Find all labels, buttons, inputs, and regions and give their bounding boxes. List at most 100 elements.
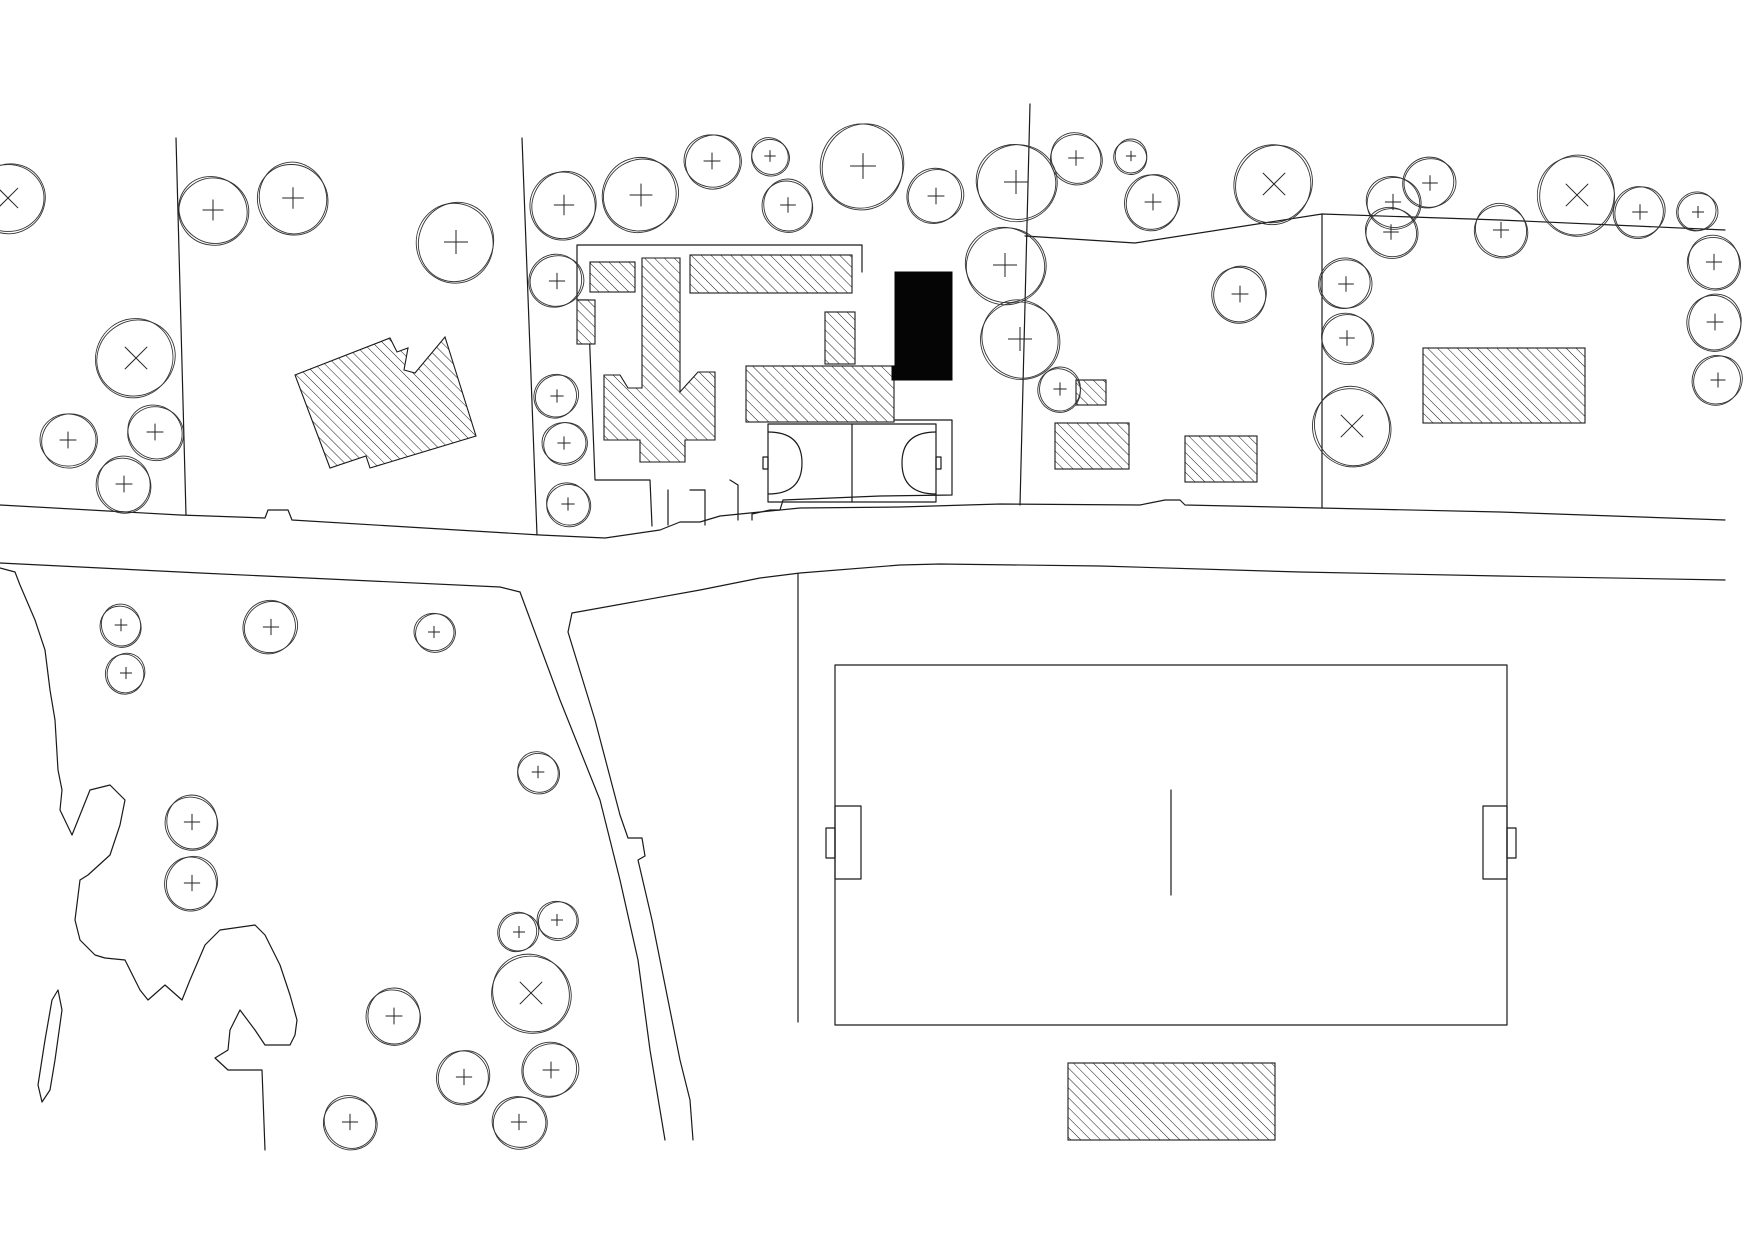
tree-canopy-outline	[1686, 295, 1742, 352]
tree-canopy-outline	[601, 157, 677, 234]
tree-symbol	[242, 599, 299, 655]
tree-canopy-outline	[980, 301, 1061, 380]
tree-canopy-outline	[751, 138, 790, 177]
tree-trunk-marker	[531, 765, 545, 779]
tree-canopy-outline	[964, 227, 1046, 303]
tree-canopy-outline	[1311, 388, 1392, 468]
tree-symbol	[164, 794, 219, 851]
tree-trunk-marker	[183, 874, 201, 892]
tree-trunk-marker	[59, 431, 77, 449]
building-school-west-annex	[576, 299, 596, 345]
tree-trunk-marker	[0, 187, 19, 209]
tree-trunk-marker	[202, 199, 224, 221]
tree-symbol	[1364, 206, 1419, 259]
futsal-area-west	[767, 431, 803, 495]
compound-wall	[576, 244, 953, 527]
tree-trunk-marker	[1053, 382, 1067, 396]
tree-canopy-outline	[1235, 144, 1313, 224]
tree-canopy-outline	[127, 406, 185, 462]
tree-symbol	[964, 227, 1047, 306]
tree-canopy-outline	[531, 170, 597, 240]
tree-trunk-marker	[927, 187, 945, 205]
tree-canopy-outline	[603, 158, 679, 232]
tree-trunk-marker	[1383, 224, 1399, 240]
tree-symbol	[365, 987, 421, 1046]
tree-symbol	[751, 137, 790, 177]
tree-symbol	[533, 373, 579, 419]
tree-canopy-outline	[546, 484, 592, 528]
football-penalty-box-east	[1482, 805, 1508, 880]
tree-canopy-outline	[492, 953, 570, 1033]
building-school-north-long	[689, 254, 853, 294]
building-small-shed	[1075, 379, 1107, 406]
tree-trunk-marker	[341, 1113, 359, 1131]
tree-trunk-marker	[519, 981, 543, 1005]
buildings	[294, 254, 1586, 1141]
tree-trunk-marker	[1706, 313, 1724, 331]
tree-canopy-outline	[1402, 156, 1455, 209]
tree-canopy-outline	[164, 796, 219, 851]
building-school-east-small	[824, 311, 856, 365]
football-goal-west	[825, 827, 836, 859]
tree-canopy-outline	[95, 457, 152, 514]
tree-canopy-outline	[1686, 237, 1741, 291]
tree-trunk-marker	[1231, 285, 1249, 303]
main-road-south-edge-east	[571, 563, 1726, 614]
tree-symbol	[1686, 293, 1742, 352]
tree-trunk-marker	[282, 187, 304, 209]
tree-symbol	[436, 1050, 491, 1106]
tree-trunk-marker	[557, 436, 571, 450]
tree-canopy-outline	[492, 1096, 548, 1150]
tree-symbol	[1536, 154, 1616, 237]
tree-trunk-marker	[764, 150, 776, 162]
tree-symbol	[256, 161, 329, 236]
tree-trunk-marker	[550, 389, 564, 403]
tree-canopy-outline	[1113, 140, 1148, 175]
tree-canopy-outline	[164, 856, 217, 912]
tree-trunk-marker	[1422, 175, 1438, 191]
tree-trunk-marker	[1492, 221, 1510, 239]
tree-canopy-outline	[1539, 154, 1615, 236]
tree-trunk-marker	[1710, 372, 1726, 388]
tree-trunk-marker	[1340, 414, 1364, 438]
tree-trunk-marker	[548, 272, 566, 290]
tree-symbol	[1676, 191, 1719, 232]
tree-canopy-outline	[323, 1097, 378, 1151]
tree-trunk-marker	[1004, 170, 1028, 194]
tree-symbol	[164, 855, 219, 912]
tree-trunk-marker	[455, 1068, 473, 1086]
tree-symbol	[491, 1096, 548, 1150]
tree-symbol	[1402, 156, 1457, 209]
tree-canopy-outline	[365, 989, 421, 1046]
futsal-area-east	[901, 431, 937, 495]
tree-symbol	[39, 413, 98, 469]
tree-canopy-outline	[819, 123, 904, 211]
tree-canopy-outline	[1211, 266, 1267, 324]
tree-trunk-marker	[1068, 150, 1084, 166]
tree-symbol	[1233, 144, 1313, 226]
side-road-east-edge	[567, 612, 694, 1141]
tree-canopy-outline	[906, 167, 962, 224]
tree-canopy-outline	[41, 413, 98, 469]
tree-symbol	[1318, 257, 1373, 309]
tree-canopy-outline	[533, 373, 577, 419]
building-far-east	[1422, 347, 1586, 424]
tree-symbol	[601, 157, 679, 234]
football-field	[825, 664, 1517, 1026]
tree-symbol	[0, 163, 46, 235]
tree-canopy-outline	[981, 299, 1059, 379]
tree-symbol	[529, 170, 597, 241]
tree-canopy-outline	[1676, 191, 1717, 232]
tree-symbol	[683, 134, 742, 190]
tree-canopy-outline	[258, 161, 328, 235]
tree-canopy-outline	[0, 163, 46, 235]
tree-canopy-outline	[977, 144, 1058, 223]
tree-canopy-outline	[0, 164, 45, 232]
tree-trunk-marker	[629, 183, 653, 207]
building-east-plot-1	[1054, 422, 1130, 470]
tree-symbol	[1612, 186, 1666, 239]
tree-symbol	[1311, 385, 1392, 468]
tree-canopy-outline	[1233, 144, 1312, 226]
tree-symbol	[95, 455, 152, 514]
tree-trunk-marker	[510, 1113, 528, 1131]
